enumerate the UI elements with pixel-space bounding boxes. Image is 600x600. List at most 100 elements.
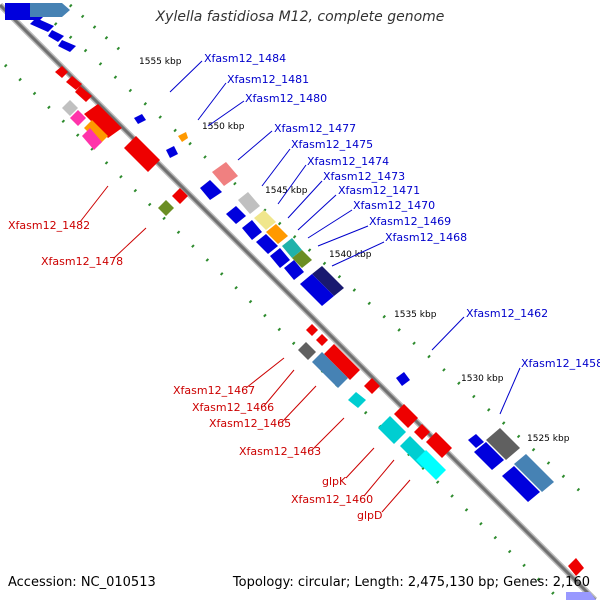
gene-arrow bbox=[166, 146, 178, 158]
callout-line bbox=[281, 385, 317, 423]
gene-arrow bbox=[514, 454, 554, 492]
gene-arrow bbox=[212, 162, 238, 186]
callout-line bbox=[287, 180, 323, 219]
gene-arrow bbox=[316, 334, 328, 346]
gene-arrow bbox=[426, 432, 452, 458]
gene-label: Xfasm12_1480 bbox=[245, 92, 327, 105]
gene-arrow bbox=[172, 188, 188, 204]
callout-line bbox=[261, 148, 291, 187]
gene-label: Xfasm12_1481 bbox=[227, 73, 309, 86]
forward-genes-1545 bbox=[200, 162, 344, 306]
gene-arrow bbox=[414, 424, 430, 440]
genes-bottom-right bbox=[566, 558, 596, 600]
gene-arrow bbox=[226, 206, 246, 224]
gene-arrow bbox=[292, 250, 312, 268]
callout-line bbox=[297, 194, 337, 231]
gene-arrow bbox=[312, 266, 344, 296]
gene-arrow bbox=[568, 558, 584, 576]
gene-arrow bbox=[468, 434, 484, 448]
callout-line bbox=[245, 357, 285, 389]
gene-arrow bbox=[306, 324, 318, 336]
gene-arrow bbox=[348, 392, 366, 408]
gene-arrow bbox=[474, 442, 504, 470]
gene-label: Xfasm12_1478 bbox=[41, 255, 123, 268]
gene-arrow bbox=[70, 110, 86, 126]
kbp-label: 1525 kbp bbox=[527, 434, 570, 444]
callout-line bbox=[499, 367, 521, 415]
gene-label: Xfasm12_1474 bbox=[307, 155, 389, 168]
map-title: Xylella fastidiosa M12, complete genome bbox=[155, 9, 445, 25]
gene-arrow bbox=[254, 210, 276, 230]
callout-line bbox=[363, 459, 395, 497]
gene-arrow bbox=[282, 238, 302, 258]
gene-arrow bbox=[266, 224, 288, 244]
reverse-genes-left bbox=[55, 66, 188, 216]
kbp-label: 1545 kbp bbox=[265, 186, 308, 196]
genome-backbone-core bbox=[0, 3, 597, 600]
gene-label: Xfasm12_1465 bbox=[209, 417, 291, 430]
gene-arrow bbox=[364, 378, 380, 394]
gene-arrow bbox=[30, 18, 54, 32]
gene-arrow bbox=[66, 76, 82, 90]
accession-text: Accession: NC_010513 bbox=[8, 575, 156, 590]
gene-arrow bbox=[502, 466, 540, 502]
gene-label: Xfasm12_1469 bbox=[369, 215, 451, 228]
gene-label: Xfasm12_1458 bbox=[521, 357, 600, 370]
reverse-gene-labels: Xfasm12_1482 Xfasm12_1478 Xfasm12_1467 X… bbox=[8, 219, 383, 522]
topology-text: Topology: circular; Length: 2,475,130 bp… bbox=[232, 575, 590, 590]
gene-arrow bbox=[84, 120, 108, 144]
gene-label: Xfasm12_1484 bbox=[204, 52, 286, 65]
gene-arrow bbox=[486, 428, 520, 460]
reverse-gene-callouts bbox=[79, 185, 411, 513]
gene-arrow bbox=[134, 114, 146, 124]
callout-line bbox=[331, 241, 385, 267]
gene-label: Xfasm12_1471 bbox=[338, 184, 420, 197]
gene-arrow bbox=[84, 104, 122, 138]
kbp-scale-labels: 1555 kbp 1550 kbp 1545 kbp 1540 kbp 1535… bbox=[139, 57, 570, 444]
gene-label: Xfasm12_1462 bbox=[466, 307, 548, 320]
callout-line bbox=[197, 82, 227, 121]
callout-line bbox=[381, 479, 411, 513]
gene-arrow bbox=[124, 136, 160, 172]
gene-arrow bbox=[200, 180, 222, 200]
callout-line bbox=[263, 369, 295, 407]
gene-arrow bbox=[396, 372, 410, 386]
kbp-label: 1535 kbp bbox=[394, 310, 437, 320]
gene-arrow bbox=[30, 3, 70, 17]
callout-line bbox=[277, 164, 307, 205]
gene-label: Xfasm12_1473 bbox=[323, 170, 405, 183]
forward-gene-labels: Xfasm12_1484 Xfasm12_1481 Xfasm12_1480 X… bbox=[204, 52, 600, 370]
kbp-label: 1555 kbp bbox=[139, 57, 182, 67]
kbp-label: 1540 kbp bbox=[329, 250, 372, 260]
callout-line bbox=[311, 417, 345, 451]
gene-arrow bbox=[58, 40, 76, 52]
reverse-genes-1535 bbox=[298, 324, 410, 408]
gene-label: Xfasm12_1466 bbox=[192, 401, 274, 414]
forward-genes-top bbox=[5, 3, 76, 52]
callout-line bbox=[207, 100, 245, 127]
gene-arrow bbox=[62, 100, 78, 116]
gene-arrow bbox=[158, 200, 174, 216]
callout-line bbox=[113, 227, 147, 259]
gene-arrow bbox=[394, 404, 418, 428]
callout-line bbox=[317, 225, 369, 247]
far-inner-scale-track bbox=[68, 3, 122, 52]
gene-arrow bbox=[270, 248, 290, 268]
forward-genes-1525 bbox=[468, 428, 554, 502]
gene-arrow bbox=[178, 132, 188, 142]
forward-gene-callouts bbox=[169, 60, 521, 415]
gene-arrow bbox=[324, 344, 360, 380]
gene-arrow bbox=[55, 66, 68, 78]
gene-arrow bbox=[312, 352, 348, 388]
gene-label: Xfasm12_1463 bbox=[239, 445, 321, 458]
gene-arrow bbox=[566, 592, 596, 600]
gene-arrow bbox=[48, 30, 64, 42]
gene-label: Xfasm12_1467 bbox=[173, 384, 255, 397]
gene-label: Xfasm12_1470 bbox=[353, 199, 435, 212]
gene-arrow bbox=[284, 260, 304, 280]
gene-arrow bbox=[242, 220, 262, 240]
gene-arrow bbox=[416, 450, 446, 480]
gene-arrow bbox=[298, 342, 316, 360]
